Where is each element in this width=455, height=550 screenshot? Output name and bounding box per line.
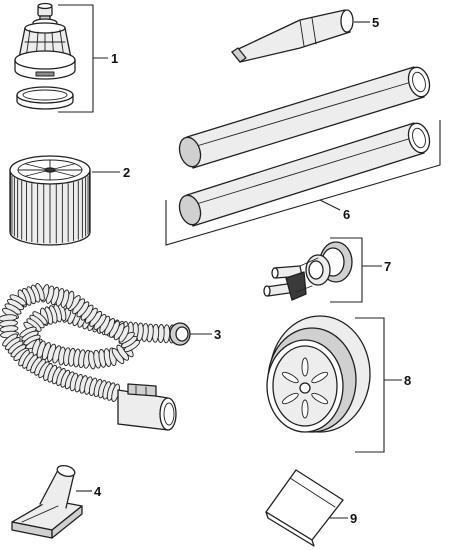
callout-4: 4 [94, 484, 102, 499]
part-8-disc-filter [266, 315, 371, 433]
disc-slot [301, 399, 309, 419]
part-3-hose [0, 283, 191, 431]
part-6-extension-wands [178, 66, 431, 227]
callout-leader-7 [330, 237, 382, 303]
disc-slot [301, 357, 309, 377]
callout-5: 5 [372, 15, 379, 30]
callout-leader-6 [165, 120, 441, 246]
part-7-adapter-valve [263, 241, 353, 301]
disc-slot [311, 392, 329, 405]
disc-slot [281, 392, 299, 405]
part-1-filter-cage [14, 2, 76, 110]
callout-leader-1 [58, 4, 108, 113]
part-5-crevice-tool [231, 9, 354, 63]
callout-leader-8 [355, 317, 402, 453]
callout-6: 6 [343, 207, 350, 222]
callout-8: 8 [404, 373, 411, 388]
callout-1: 1 [111, 51, 118, 66]
callout-2: 2 [123, 165, 130, 180]
disc-slot [281, 371, 299, 384]
part-9-manual [265, 469, 344, 547]
part-2-cartridge-filter [9, 155, 91, 246]
part-4-utility-nozzle [11, 464, 83, 539]
disc-slot [311, 371, 329, 384]
callout-9: 9 [350, 511, 357, 526]
callout-3: 3 [214, 327, 221, 342]
callout-7: 7 [384, 259, 391, 274]
